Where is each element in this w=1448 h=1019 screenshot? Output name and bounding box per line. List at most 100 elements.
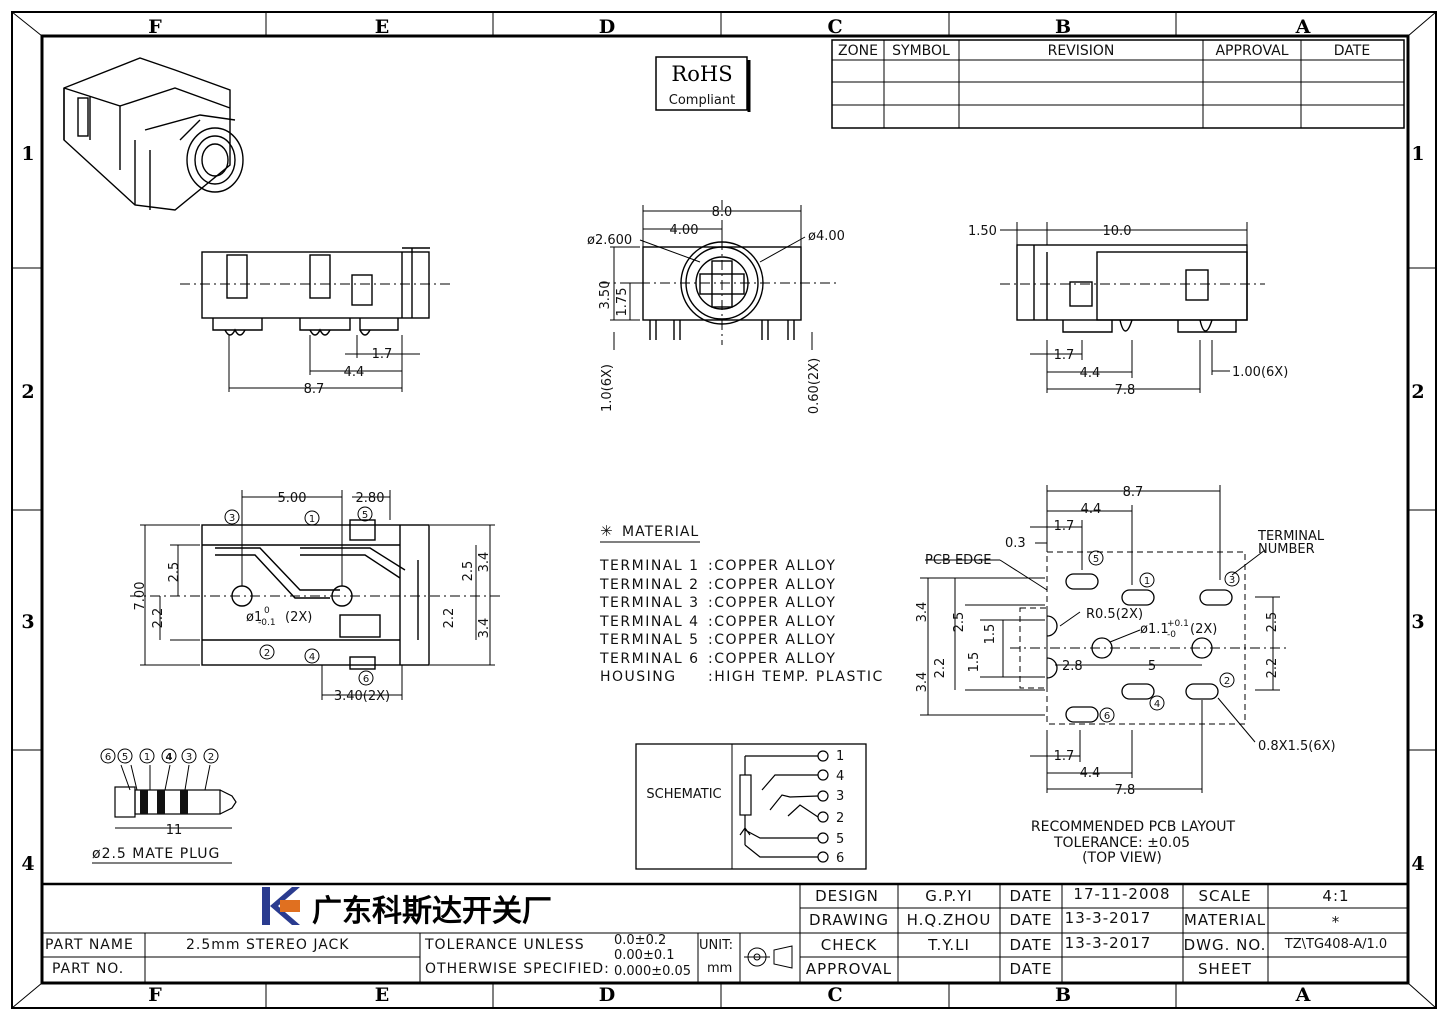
zone-col-f: F [148,16,162,38]
tolerance-value-3: 0.000±0.05 [614,964,691,979]
center-dia-small: ø2.600 [587,233,632,248]
pcb-v22: 2.2 [933,658,948,679]
plug-caption: ø2.5 MATE PLUG [92,846,220,862]
pcb-term-5: 5 [1093,554,1099,565]
pcb-slot: 0.8X1.5(6X) [1258,739,1336,754]
approval-label: APPROVAL [806,960,892,978]
check-label: CHECK [821,936,878,954]
material-name-6: TERMINAL 6 [599,651,700,667]
zone-col-e: E [375,16,389,38]
title-block: 广东科斯达开关厂 PART NAME 2.5mm STEREO JACK PAR… [42,882,1408,983]
pcb-w03: 0.3 [1005,536,1026,551]
rev-approval-header: APPROVAL [1215,43,1288,59]
pcb-b78: 7.8 [1115,783,1136,798]
material-value-3: :COPPER ALLOY [708,595,836,611]
center-dims [600,200,840,350]
tolerance-value-2: 0.00±0.1 [614,948,675,963]
material-value: * [1332,913,1341,931]
bottom-d700: 7.00 [133,582,148,611]
bottom-d25l: 2.5 [167,562,182,583]
zone-row-2: 2 [21,381,34,403]
plug-num-5: 5 [122,752,128,763]
pcb-r05: R0.5(2X) [1086,607,1143,622]
side-top: 1.50 [968,224,997,239]
zone-row-3: 3 [21,611,34,633]
side-d3: 7.8 [1115,383,1136,398]
material-value-6: :COPPER ALLOY [708,651,836,667]
center-pin2: 0.60(2X) [807,358,822,414]
material-value-7: :HIGH TEMP. PLASTIC [708,669,884,685]
part-name-label: PART NAME [45,937,134,953]
rev-date-header: DATE [1334,43,1370,59]
zone-row-1: 1 [21,143,34,165]
drawing-by: H.Q.ZHOU [907,911,992,929]
pcb-term-2: 2 [1224,676,1230,687]
pcb-edge: PCB EDGE [925,553,991,568]
pcb-term-6: 6 [1104,711,1110,722]
zone-col-e-bottom: E [375,984,389,1006]
pcb-hole-tol-top: +0.1 [1167,619,1189,629]
center-half: 4.00 [670,223,699,238]
plug-num-1: 1 [144,752,150,763]
tolerance-line1: TOLERANCE UNLESS [424,937,585,953]
rohs-subtitle: Compliant [669,93,735,108]
plug-num-6: 6 [105,752,111,763]
material-name-5: TERMINAL 5 [599,632,700,648]
schematic-pin-2: 2 [836,811,844,826]
schematic-pin-6: 6 [836,851,844,866]
pcb-v34b: 3.4 [915,672,930,693]
rohs-badge: RoHS Compliant [655,56,751,112]
schematic-pin-1: 1 [836,749,844,764]
pcb-w44: 4.4 [1081,502,1102,517]
zone-col-a: A [1295,16,1311,38]
bottom-dims [130,490,500,700]
bottom-d25r: 2.5 [461,561,476,582]
bottom-view [201,519,430,670]
bottom-d340: 3.40(2X) [334,689,390,704]
inner-frame [40,34,1410,985]
pcb-hole-tol-bot: -0 [1167,630,1176,640]
scale-value: 4:1 [1322,887,1349,905]
zone-row-1-right: 1 [1411,143,1424,165]
pcb-term-3: 3 [1229,575,1235,586]
zone-col-b: B [1055,16,1071,38]
dwg-label: DWG. NO. [1184,936,1267,954]
material-name-4: TERMINAL 4 [599,614,700,630]
pcb-b44: 4.4 [1080,766,1101,781]
pcb-b17: 1.7 [1054,749,1075,764]
rev-revision-header: REVISION [1048,43,1115,59]
design-date-label: DATE [1009,887,1052,905]
side-view [1016,244,1248,333]
side-d1: 1.7 [1054,348,1075,363]
front-dim-2: 4.4 [344,365,365,380]
rev-zone-header: ZONE [838,43,878,59]
pcb-hole-n: (2X) [1190,622,1217,637]
bottom-term-3: 3 [229,513,235,524]
bottom-d34b: 3.4 [477,618,492,639]
projection-symbol-icon [744,945,793,969]
side-dims [1000,222,1265,393]
pcb-term-label: TERMINAL [1257,529,1325,544]
side-pin: 1.00(6X) [1232,365,1288,380]
zone-row-3-right: 3 [1411,611,1424,633]
material-name-1: TERMINAL 1 [599,558,700,574]
schematic-pin-5: 5 [836,832,844,847]
bottom-term-1: 1 [309,514,315,525]
check-by: T.Y.LI [927,936,970,954]
center-h1: 3.50 [598,281,613,310]
material-list: ✳ MATERIAL TERMINAL 1 :COPPER ALLOY TERM… [599,522,884,685]
pcb-h5: 5 [1148,659,1156,674]
design-by: G.P.YI [925,887,972,905]
company-logo [262,887,300,925]
bottom-d22r: 2.2 [442,608,457,629]
approval-date-label: DATE [1009,960,1052,978]
pcb-hole: ø1.1 [1140,622,1169,637]
tolerance-line2: OTHERWISE SPECIFIED: [425,961,610,977]
scale-label: SCALE [1198,887,1251,905]
design-label: DESIGN [815,887,879,905]
plug-num-4: 4 [166,752,173,763]
pcb-layout: 8.7 4.4 1.7 0.3 PCB EDGE TERMINAL NUMBER… [915,485,1336,866]
bottom-hole-tol-top: 0 [264,606,270,616]
schematic-pin-4: 4 [836,769,844,784]
part-name: 2.5mm STEREO JACK [186,937,350,953]
